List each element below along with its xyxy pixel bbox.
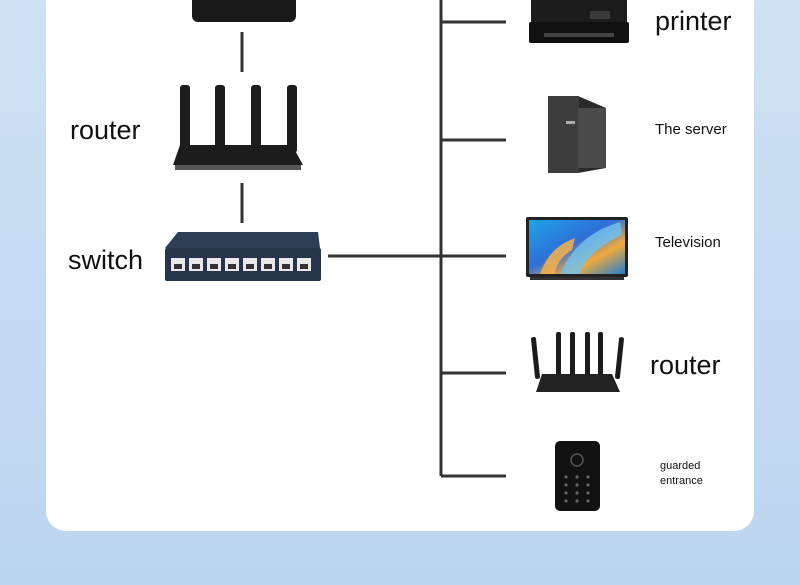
server-icon — [548, 96, 606, 173]
switch-label: switch — [68, 245, 144, 275]
modem-icon — [192, 0, 296, 22]
router-right-label: router — [650, 350, 721, 380]
router-label: router — [70, 115, 141, 145]
printer-icon — [529, 0, 629, 43]
access-control-icon — [555, 441, 600, 511]
printer-label: printer — [655, 6, 732, 36]
television-label: Television — [655, 234, 721, 251]
switch-icon — [165, 232, 321, 281]
guarded-entrance-label-line1: guarded — [660, 460, 701, 472]
television-icon — [526, 217, 628, 280]
guarded-entrance-label: guarded entrance — [660, 459, 703, 489]
guarded-entrance-label-line2: entrance — [660, 475, 703, 487]
diagram-card — [46, 0, 754, 531]
wifi-router-icon — [531, 332, 624, 392]
router-icon — [173, 85, 303, 170]
server-label: The server — [655, 121, 727, 138]
